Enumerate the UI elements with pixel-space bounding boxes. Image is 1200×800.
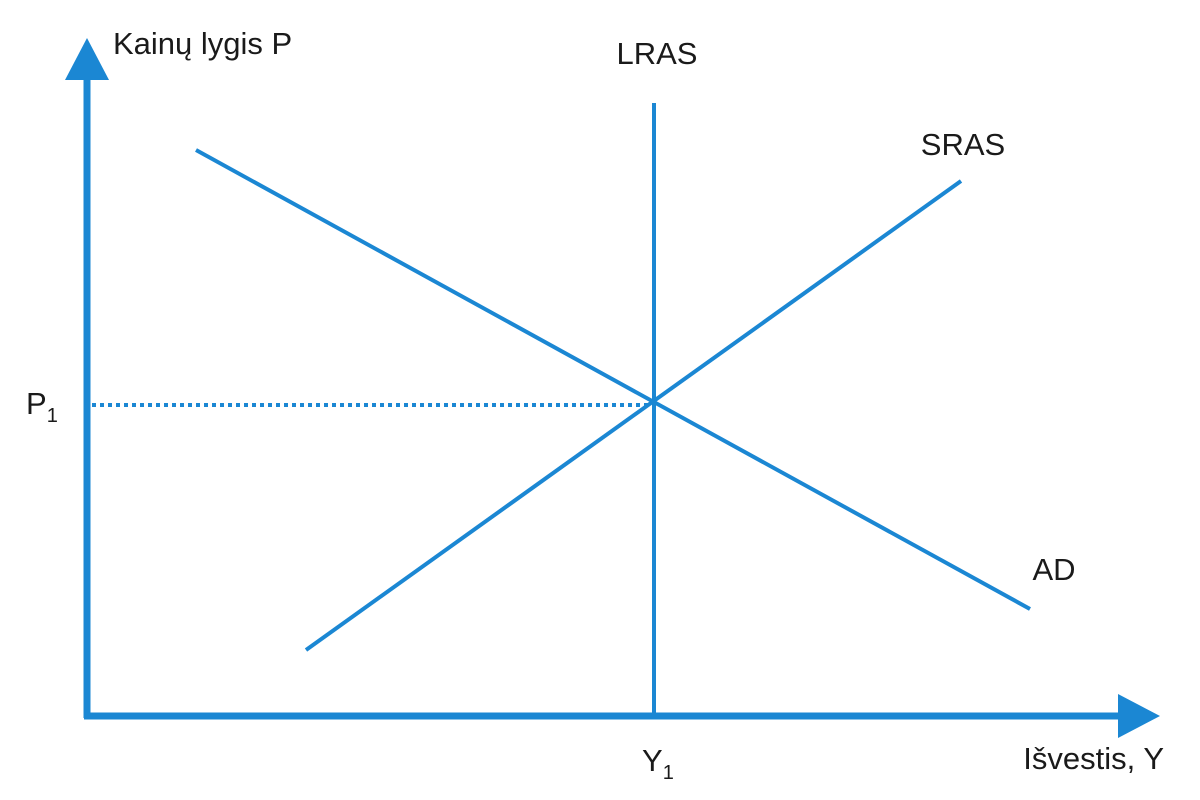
x-axis-label: Išvestis, Y <box>1023 741 1164 776</box>
ad-curve <box>195 148 1031 611</box>
sras-curve <box>304 179 963 652</box>
lras-label: LRAS <box>617 36 698 71</box>
p1-label-sub: 1 <box>47 405 58 427</box>
y-axis-label: Kainų lygis P <box>113 26 292 61</box>
y1-label-main: Y <box>642 743 663 778</box>
y-axis-arrow <box>65 38 109 80</box>
p1-label: P1 <box>26 386 58 427</box>
x-axis-arrow <box>1118 694 1160 738</box>
p1-label-main: P <box>26 386 47 421</box>
sras-label: SRAS <box>921 127 1005 162</box>
ad-label: AD <box>1032 552 1075 587</box>
y1-label: Y1 <box>642 743 674 784</box>
y1-label-sub: 1 <box>663 762 674 784</box>
